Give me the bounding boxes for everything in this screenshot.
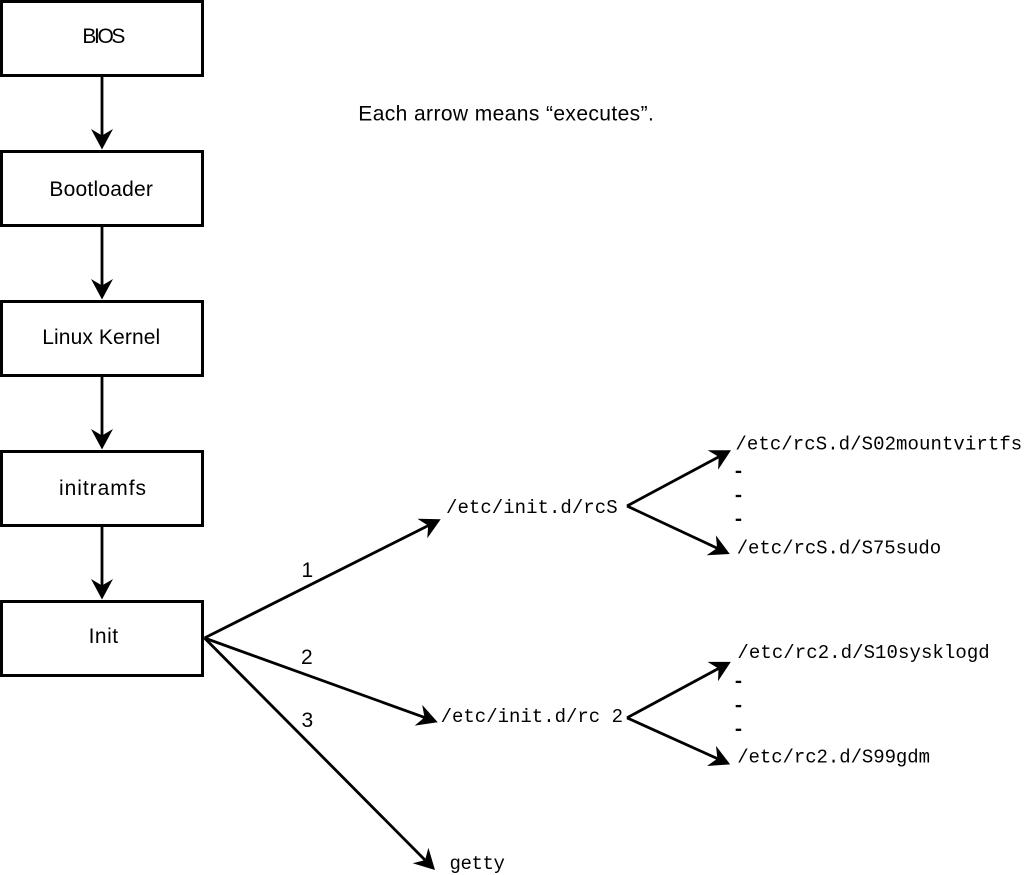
svg-text:getty: getty [450, 853, 505, 875]
svg-text:Bootloader: Bootloader [49, 178, 152, 201]
svg-text:2: 2 [301, 646, 313, 669]
svg-text:/etc/init.d/rcS: /etc/init.d/rcS [446, 497, 618, 519]
svg-text:Linux Kernel: Linux Kernel [42, 326, 160, 349]
svg-text:/etc/rcS.d/S02mountvirtfs: /etc/rcS.d/S02mountvirtfs [735, 434, 1022, 456]
svg-text:3: 3 [302, 709, 314, 732]
svg-text:Init: Init [89, 625, 119, 648]
svg-text:BIOS: BIOS [82, 25, 125, 48]
svg-text:/etc/rc2.d/S99gdm: /etc/rc2.d/S99gdm [737, 747, 930, 769]
svg-text:/etc/rcS.d/S75sudo: /etc/rcS.d/S75sudo [737, 538, 941, 560]
svg-text:/etc/rc2.d/S10sysklogd: /etc/rc2.d/S10sysklogd [737, 642, 989, 664]
svg-text:initramfs: initramfs [59, 477, 146, 500]
svg-text:Each arrow means “executes”.: Each arrow means “executes”. [358, 102, 654, 125]
svg-text:/etc/init.d/rc 2: /etc/init.d/rc 2 [441, 706, 623, 728]
svg-text:1: 1 [302, 559, 314, 582]
